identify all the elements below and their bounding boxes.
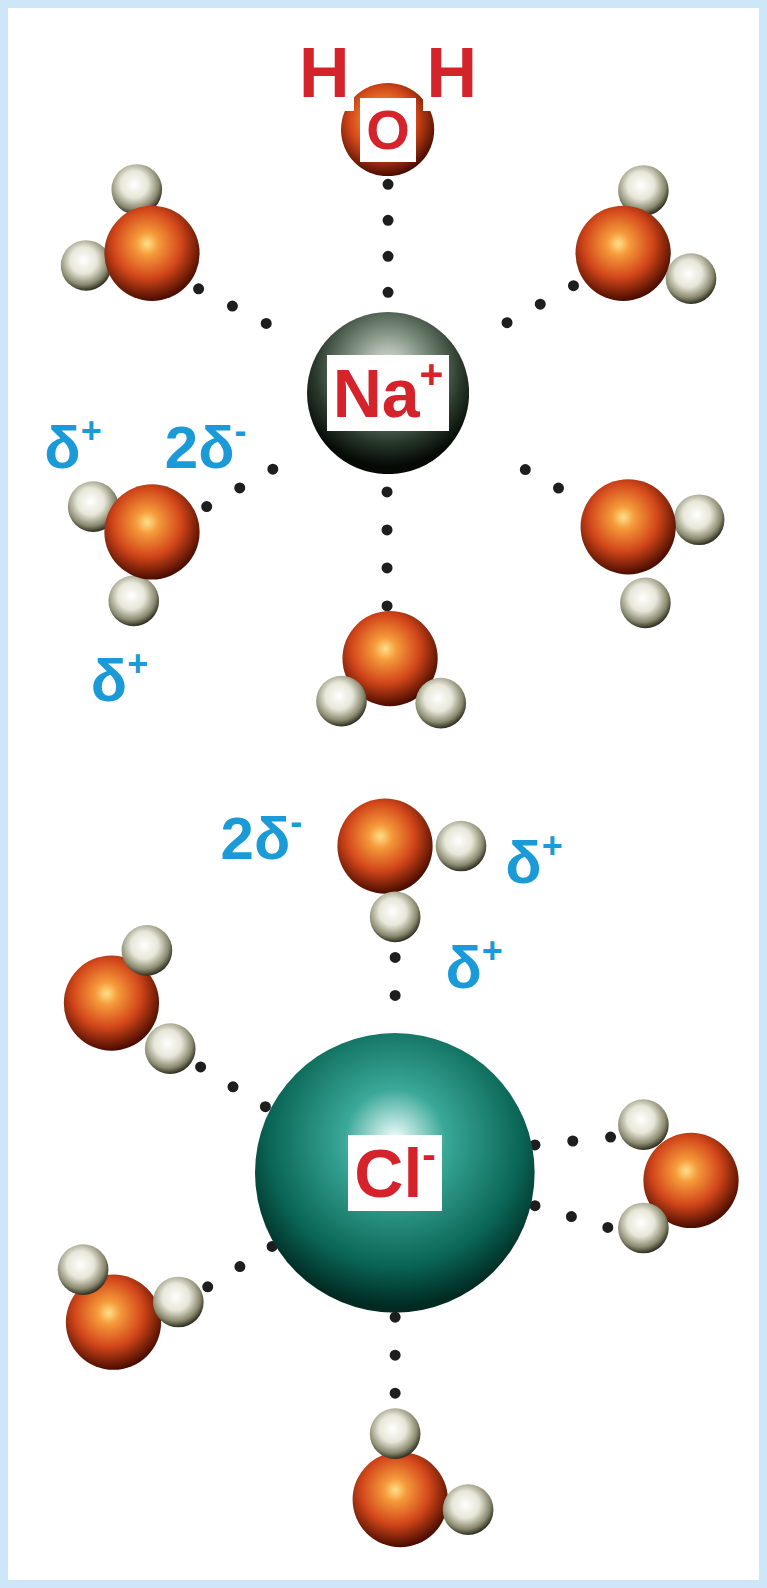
- atom-symbol: Na+: [327, 355, 450, 431]
- oxygen-atom: [104, 206, 199, 301]
- sphere-fill: [255, 1033, 535, 1313]
- water-molecule: [576, 165, 717, 304]
- water-molecule: [337, 798, 486, 942]
- partial-charge: δ+: [445, 938, 502, 998]
- water-molecule: [581, 479, 725, 628]
- hydrogen-atom: [316, 676, 367, 727]
- hydrogen-atom: [153, 1277, 204, 1328]
- water-molecule: [68, 481, 200, 626]
- atom-symbol: O: [360, 98, 416, 162]
- hydrogen-atom: [618, 1203, 669, 1254]
- hydrogen-atom: [666, 253, 717, 304]
- ion-dipole-bond: [390, 1317, 401, 1403]
- ion-dipole-bond: [199, 289, 280, 331]
- hydrogen-atom: [58, 1244, 109, 1295]
- ion-dipole-bond: [382, 476, 393, 606]
- ion-dipole-bond: [208, 1244, 276, 1287]
- sphere-fill: [341, 83, 434, 176]
- ion-dipole-bond: [535, 1137, 613, 1145]
- oxygen-atom: [104, 484, 199, 579]
- oxygen-atom: [576, 206, 671, 301]
- partial-charge: δ+: [44, 418, 101, 478]
- hydrogen-atom: [436, 821, 487, 872]
- sphere-fill: [307, 312, 469, 474]
- hydrogen-atom: [370, 1408, 421, 1459]
- sodium-ion: Na+: [307, 312, 469, 474]
- hydrogen-atom: [370, 892, 421, 943]
- ion-dipole-bond: [512, 462, 592, 507]
- oxygen-atom: O: [341, 83, 434, 176]
- partial-charge: 2δ-: [221, 809, 303, 869]
- frame: [4, 4, 763, 1584]
- hydrogen-atom: [415, 678, 466, 729]
- partial-charge: 2δ-: [161, 415, 251, 481]
- water-molecule: [64, 925, 196, 1074]
- atom-symbol: H: [295, 35, 354, 111]
- hydrogen-atom: [620, 578, 671, 629]
- oxygen-atom: [581, 479, 676, 574]
- oxygen-atom: [337, 798, 432, 893]
- hydrogen-atom: [674, 494, 725, 545]
- ion-dipole-bond: [383, 184, 394, 306]
- chloride-ion: Cl-: [255, 1033, 535, 1313]
- ion-dipole-bond: [201, 1067, 272, 1111]
- water-molecule: [353, 1408, 494, 1547]
- hydrogen-atom: [122, 925, 173, 976]
- ion-dipole-bond: [390, 957, 401, 1028]
- ion-dipole-bond: [501, 286, 574, 327]
- ion-dipole-bond: [535, 1206, 610, 1228]
- oxygen-atom: [353, 1452, 448, 1547]
- hydrogen-atom: [61, 240, 112, 291]
- water-molecule: [316, 611, 466, 729]
- partial-charge: δ+: [91, 651, 148, 711]
- water-molecule: [618, 1099, 739, 1253]
- hydrogen-atom: [108, 576, 159, 627]
- hydrogen-atom: [618, 1099, 669, 1150]
- water-molecule: [58, 1244, 204, 1370]
- hydrogen-atom: [145, 1023, 196, 1074]
- partial-charge: δ+: [505, 833, 562, 893]
- atom-symbol: Cl-: [348, 1135, 442, 1211]
- water-molecule: [61, 164, 200, 301]
- hydrogen-atom: [443, 1484, 494, 1535]
- atom-symbol: H: [423, 35, 482, 111]
